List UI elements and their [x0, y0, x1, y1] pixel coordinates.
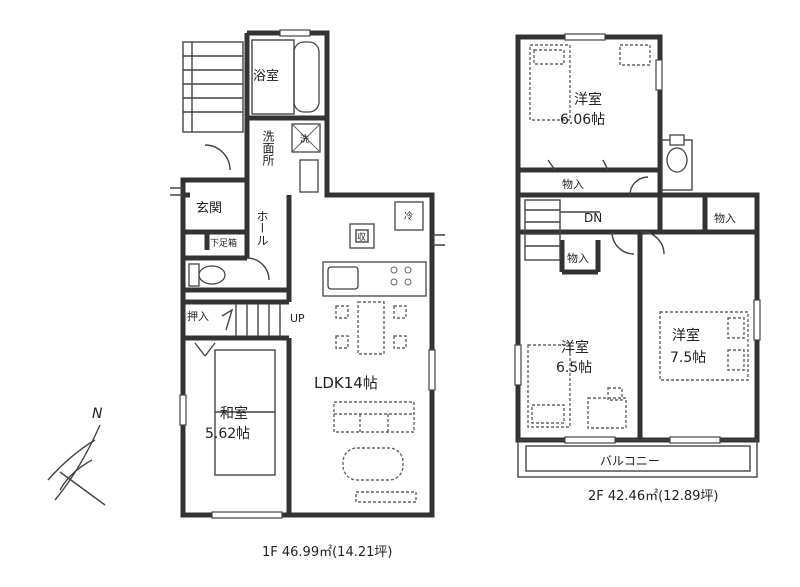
floor-1-caption: 1F 46.99㎡(14.21坪) [262, 545, 392, 560]
label-washitsu-size: 5.62帖 [205, 426, 250, 442]
label-balcony: バルコニー [600, 454, 660, 468]
dining-table [335, 301, 407, 355]
label-western-c-size: 7.5帖 [670, 350, 706, 366]
label-western-a: 洋室 [574, 91, 602, 108]
label-western-b: 洋室 [561, 339, 589, 356]
balcony [517, 439, 758, 478]
label-entrance: 玄関 [196, 201, 222, 216]
label-up: UP [290, 312, 305, 325]
outdoor-steps [182, 41, 244, 133]
label-western-c: 洋室 [672, 327, 700, 344]
label-closet-a: 物入 [562, 177, 584, 191]
staircase-2f [524, 199, 600, 261]
label-storage: 収 [357, 231, 366, 243]
compass-north-icon: N [47, 406, 106, 506]
label-western-a-size: 6.06帖 [560, 112, 605, 128]
coffee-table [342, 447, 404, 481]
label-bath: 浴室 [253, 68, 279, 84]
label-closet-c: 物入 [714, 211, 736, 225]
label-ldk: LDK14帖 [314, 374, 378, 392]
label-washroom: 洗面所 [261, 130, 275, 166]
floor-2-plan: 洋室 6.06帖 物入 DN 物入 物入 洋室 6.5帖 洋室 7.5帖 バルコ… [514, 33, 761, 504]
bed-western-a [529, 44, 571, 121]
label-closet-b: 物入 [567, 251, 589, 265]
sofa [333, 401, 415, 433]
toilet-1f [188, 263, 226, 287]
label-western-b-size: 6.5帖 [556, 360, 592, 376]
label-oshiire: 押入 [187, 309, 209, 323]
washbasin [299, 159, 319, 193]
toilet-2f [661, 134, 693, 191]
label-fridge: 冷 [404, 210, 413, 222]
kitchen-counter [322, 201, 427, 297]
bathtub [293, 41, 320, 113]
label-dn: DN [584, 211, 602, 225]
floor-1-plan: 浴室 洗面所 洗 玄関 ホール 下足箱 押入 UP 和室 5.62帖 LDK14… [170, 29, 445, 560]
label-washer: 洗 [300, 133, 309, 145]
label-shoe-box: 下足箱 [210, 237, 237, 249]
label-hall: ホール [255, 210, 269, 246]
floor-2-caption: 2F 42.46㎡(12.89坪) [588, 489, 718, 504]
bed-western-b [527, 344, 571, 428]
tv-board [355, 491, 417, 503]
bed-western-c [659, 311, 749, 381]
compass-north-label: N [92, 406, 103, 422]
staircase-1f [221, 304, 281, 336]
label-washitsu: 和室 [220, 405, 248, 422]
